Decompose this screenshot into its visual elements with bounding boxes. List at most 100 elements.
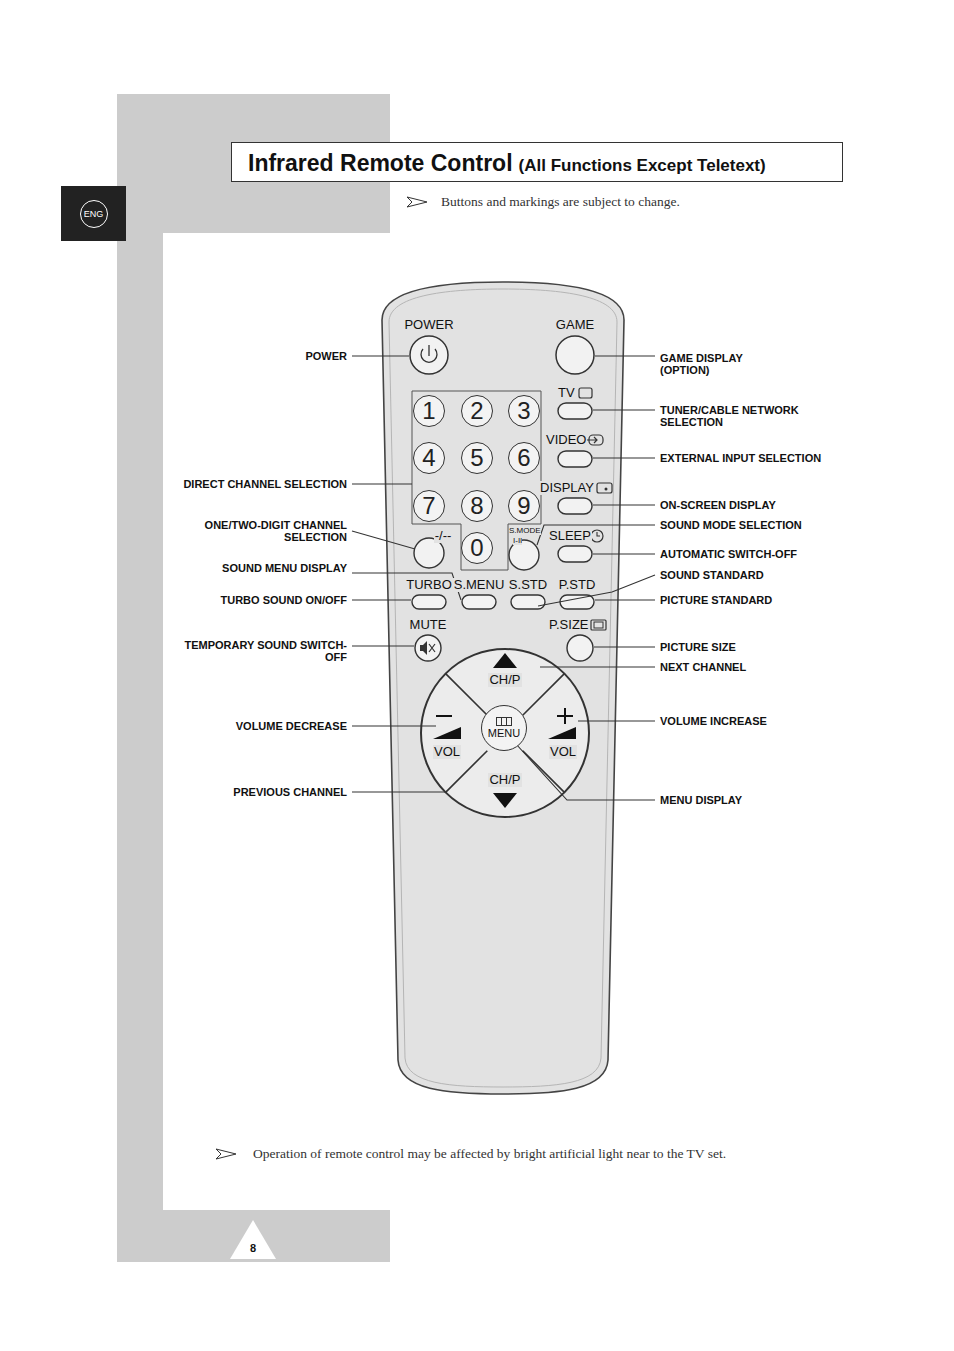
menu-icon (496, 717, 512, 726)
callout-label: TEMPORARY SOUND SWITCH-OFF (169, 639, 347, 663)
button-label: MUTE (409, 618, 448, 632)
sleep-icon (591, 530, 603, 542)
leader-line (593, 457, 655, 458)
callout-label: POWER (305, 350, 347, 362)
digit-button: 1 (413, 395, 445, 427)
sleep-icon (597, 532, 600, 536)
volume-wedge (433, 727, 461, 739)
button-label: VOL (433, 745, 461, 759)
power-button (410, 336, 448, 374)
callout-label: SOUND MENU DISPLAY (222, 562, 347, 574)
leader-line (516, 744, 655, 800)
language-badge: ENG (61, 186, 126, 241)
node-text: 9 (517, 492, 530, 520)
leader-line (352, 599, 411, 600)
subtitle-text: (All Functions Except Teletext) (519, 156, 766, 176)
pad-divider (446, 674, 565, 793)
page-number: 8 (228, 1218, 278, 1260)
digit-button: 7 (413, 490, 445, 522)
digit-button: 0 (461, 532, 493, 564)
button-label: CH/P (488, 773, 521, 787)
leader-line (352, 725, 436, 726)
callout-label: SOUND MODE SELECTION (660, 519, 802, 531)
display-icon (605, 488, 608, 491)
smenu-button (462, 595, 496, 609)
button-label: VOL (549, 745, 577, 759)
node-text: 7 (422, 492, 435, 520)
node-text: 8 (228, 1242, 278, 1254)
volume-wedge (548, 727, 576, 739)
button-label: TURBO (405, 578, 453, 592)
leader-line (352, 573, 461, 600)
number-pad-outline (412, 391, 541, 570)
callout-label: TUNER/CABLE NETWORK SELECTION (660, 404, 810, 428)
button-label: P.STD (558, 578, 597, 592)
callout-label: GAME DISPLAY (OPTION) (660, 352, 755, 376)
callout-label: PICTURE STANDARD (660, 594, 772, 606)
callout-label: PREVIOUS CHANNEL (233, 786, 347, 798)
display-button (558, 498, 592, 514)
game-button (556, 336, 594, 374)
note-arrow (407, 197, 427, 207)
button-label: VIDEO (545, 433, 587, 447)
digit-button: 6 (508, 442, 540, 474)
button-label: SLEEP (548, 529, 592, 543)
down-triangle (493, 793, 517, 808)
leader-line (594, 646, 655, 647)
callout-label: ON-SCREEN DISPLAY (660, 499, 776, 511)
display-icon (597, 483, 612, 493)
up-triangle (493, 653, 517, 668)
callout-label: AUTOMATIC SWITCH-OFF (660, 548, 797, 560)
menu-icon (502, 718, 507, 726)
title-box: Infrared Remote Control (All Functions Ex… (231, 142, 843, 182)
button-label: P.SIZE (548, 618, 590, 632)
tv-icon (579, 388, 592, 398)
node-text: 6 (517, 444, 530, 472)
gray-band (117, 94, 390, 1262)
callout-label: VOLUME DECREASE (236, 720, 347, 732)
menu-button: MENU (481, 705, 527, 751)
node-text: ENG (80, 200, 108, 228)
mute-icon (420, 641, 427, 655)
callout-label: SOUND STANDARD (660, 569, 764, 581)
callout-label: PICTURE SIZE (660, 641, 736, 653)
leader-line (352, 531, 415, 549)
node-text: 5 (470, 444, 483, 472)
button-label: GAME (555, 318, 595, 332)
callout-label: NEXT CHANNEL (660, 661, 746, 673)
smode-button (509, 540, 539, 570)
note-text: Buttons and markings are subject to chan… (441, 194, 680, 210)
digit-button: 3 (508, 395, 540, 427)
sstd-button (511, 595, 545, 609)
sleep-button (558, 546, 592, 562)
callout-label: TURBO SOUND ON/OFF (221, 594, 348, 606)
remote-bevel (389, 289, 617, 1087)
leader-line (593, 504, 655, 505)
note-arrow (216, 1149, 236, 1159)
video-button (558, 451, 592, 467)
digit-button: 9 (508, 490, 540, 522)
leader-line (352, 355, 409, 356)
mute-icon (429, 644, 435, 652)
leader-line (537, 525, 655, 545)
button-label: S.STD (508, 578, 548, 592)
leader-line (352, 645, 414, 646)
callout-label: DIRECT CHANNEL SELECTION (183, 478, 347, 490)
digit-button: 2 (461, 395, 493, 427)
minus-sign (436, 715, 452, 717)
pstd-button (560, 595, 594, 609)
node-text: 1 (422, 397, 435, 425)
turbo-button (412, 595, 446, 609)
title-text: Infrared Remote Control (248, 150, 513, 177)
menu-icon (497, 718, 512, 726)
remote-body (382, 282, 624, 1094)
node-text: 4 (422, 444, 435, 472)
button-label: DISPLAY (539, 481, 595, 495)
node-text: 3 (517, 397, 530, 425)
button-label: TV (557, 386, 576, 400)
psize-button (567, 635, 593, 661)
mute-button (415, 635, 441, 661)
tv-button (558, 403, 592, 419)
callout-label: EXTERNAL INPUT SELECTION (660, 452, 821, 464)
